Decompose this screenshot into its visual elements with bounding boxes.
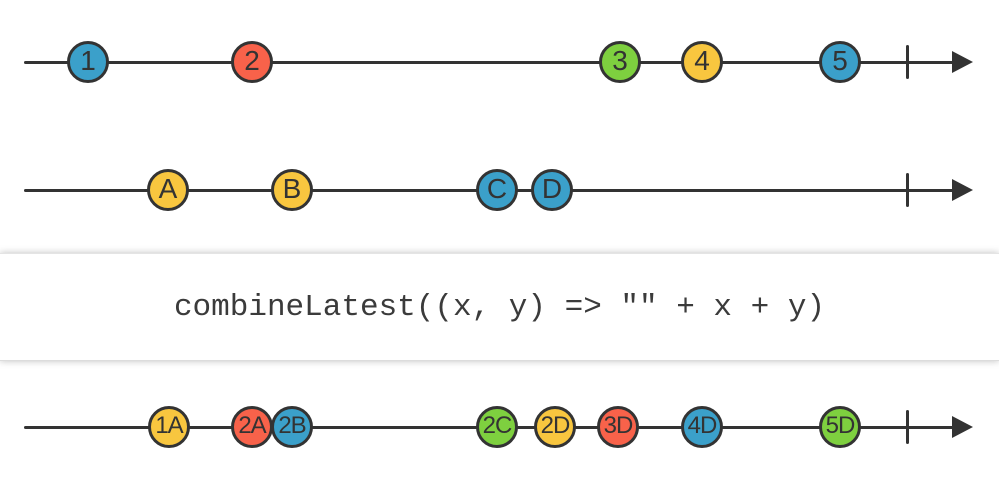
marble-label: 2C xyxy=(482,412,513,439)
marble-label: 2 xyxy=(244,45,260,76)
timeline-arrowhead-icon xyxy=(952,179,973,201)
timeline-line xyxy=(24,60,955,64)
marble-label: 1 xyxy=(80,45,96,76)
marble-1A: 1A xyxy=(148,406,190,448)
completion-tick[interactable] xyxy=(905,173,909,207)
marble-label: 2D xyxy=(540,412,571,439)
marble-1[interactable]: 1 xyxy=(67,41,109,83)
marble-C[interactable]: C xyxy=(476,169,518,211)
marble-label: D xyxy=(541,173,563,204)
marble-label: 2B xyxy=(278,412,306,439)
marble-label: 3D xyxy=(603,412,634,439)
operator-band: combineLatest((x, y) => "" + x + y) xyxy=(0,253,999,361)
marble-D[interactable]: D xyxy=(531,169,573,211)
marble-label: B xyxy=(282,173,302,204)
marble-4D: 4D xyxy=(681,406,723,448)
marble-label: C xyxy=(486,173,508,204)
marble-2C: 2C xyxy=(476,406,518,448)
marble-label: 4 xyxy=(694,45,710,76)
completion-tick xyxy=(905,410,909,444)
marble-A[interactable]: A xyxy=(147,169,189,211)
marble-label: 3 xyxy=(612,45,628,76)
marble-label: 5 xyxy=(832,45,848,76)
completion-tick[interactable] xyxy=(905,45,909,79)
marble-label: 1A xyxy=(155,412,183,439)
marble-label: 2A xyxy=(238,412,266,439)
marble-label: 5D xyxy=(825,412,856,439)
marble-2A: 2A xyxy=(231,406,273,448)
timeline-arrowhead-icon xyxy=(952,51,973,73)
marble-B[interactable]: B xyxy=(271,169,313,211)
marble-2D: 2D xyxy=(534,406,576,448)
marble-3[interactable]: 3 xyxy=(599,41,641,83)
operator-label: combineLatest((x, y) => "" + x + y) xyxy=(173,289,826,325)
marble-label: 4D xyxy=(687,412,718,439)
timeline-arrowhead-icon xyxy=(952,416,973,438)
marble-2B: 2B xyxy=(271,406,313,448)
marble-4[interactable]: 4 xyxy=(681,41,723,83)
marble-5D: 5D xyxy=(819,406,861,448)
marble-label: A xyxy=(158,173,178,204)
marble-2[interactable]: 2 xyxy=(231,41,273,83)
marble-5[interactable]: 5 xyxy=(819,41,861,83)
marble-3D: 3D xyxy=(597,406,639,448)
